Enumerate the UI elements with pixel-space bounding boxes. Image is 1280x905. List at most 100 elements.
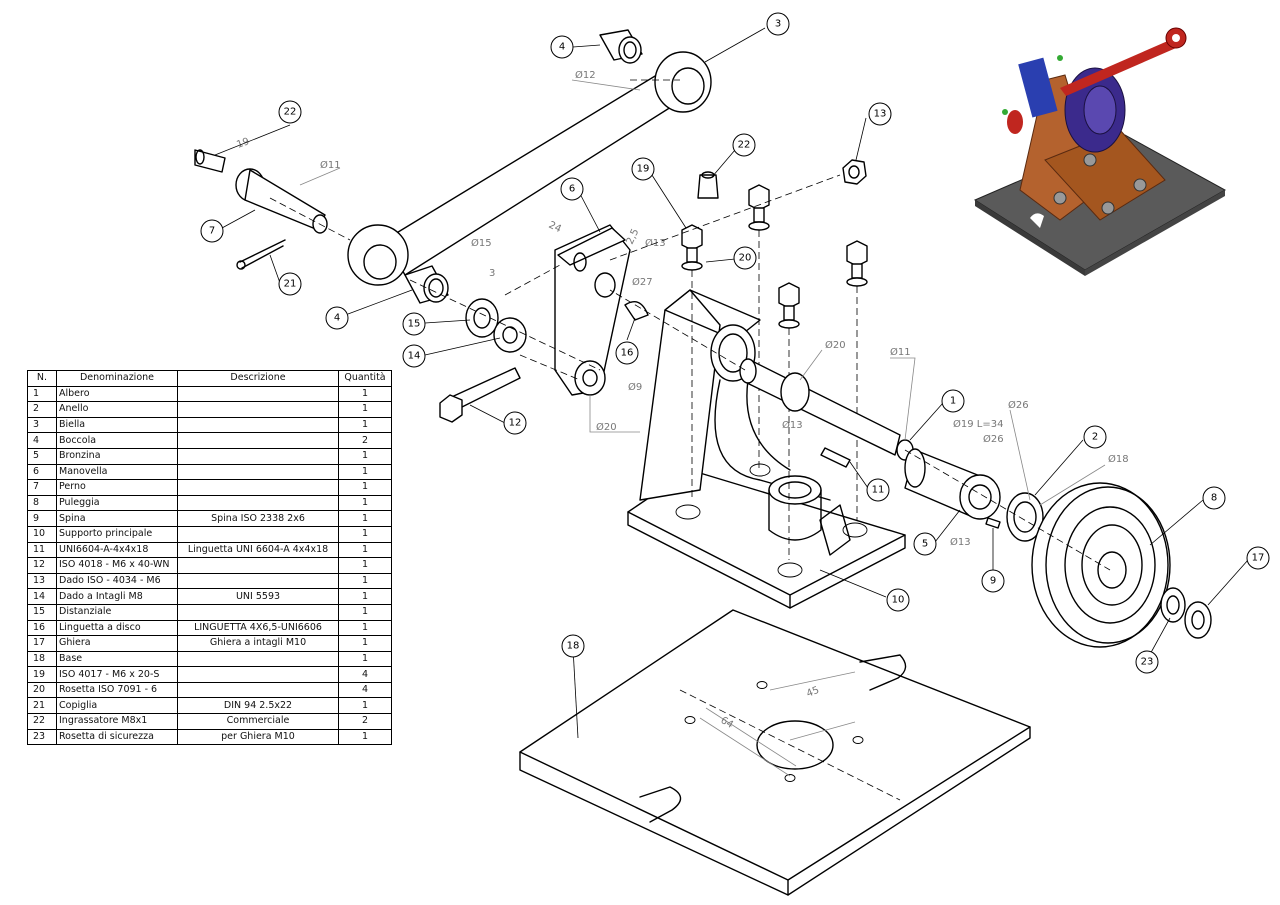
svg-text:4: 4 — [334, 313, 340, 324]
bom-cell-description — [177, 603, 339, 621]
bom-cell-name: Manovella — [56, 463, 178, 481]
svg-text:Ø20: Ø20 — [825, 339, 846, 351]
svg-text:3: 3 — [489, 268, 495, 279]
bom-cell-name: Supporto principale — [56, 525, 178, 543]
bom-cell-quantity: 1 — [338, 494, 392, 512]
bom-cell-description: per Ghiera M10 — [177, 728, 339, 746]
bom-cell-number: 21 — [27, 697, 57, 715]
svg-text:Ø11: Ø11 — [320, 159, 341, 171]
bom-cell-quantity: 1 — [338, 463, 392, 481]
part-11-key — [820, 447, 851, 468]
svg-text:10: 10 — [892, 595, 905, 606]
bom-cell-number: 13 — [27, 572, 57, 590]
bom-cell-quantity: 1 — [338, 416, 392, 434]
part-8-pulley — [1031, 482, 1171, 648]
bom-cell-quantity: 1 — [338, 728, 392, 746]
bom-cell-name: Rosetta di sicurezza — [56, 728, 178, 746]
balloon-13: 13 — [868, 102, 892, 126]
bom-cell-number: 9 — [27, 510, 57, 527]
svg-text:18: 18 — [567, 641, 580, 652]
bom-cell-number: 11 — [27, 541, 57, 559]
part-4-bushing-lower: Ø15 3 — [404, 237, 495, 304]
bom-cell-number: 16 — [27, 619, 57, 637]
bom-cell-number: 19 — [27, 666, 57, 683]
bom-cell-number: 12 — [27, 557, 57, 574]
bom-cell-name: Distanziale — [56, 603, 178, 621]
bom-cell-number: 10 — [27, 525, 57, 543]
bom-cell-description — [177, 463, 339, 481]
part-14-slotted-nut — [493, 317, 527, 353]
balloon-7: 7 — [200, 219, 224, 243]
svg-text:Ø26: Ø26 — [1008, 399, 1029, 411]
bom-cell-quantity: 1 — [338, 525, 392, 543]
bom-header-number: N. — [27, 370, 57, 387]
svg-text:2,5: 2,5 — [625, 227, 642, 246]
svg-text:15: 15 — [408, 319, 421, 330]
balloon-3: 3 — [766, 12, 790, 36]
bom-cell-name: Ghiera — [56, 635, 178, 652]
bom-cell-description — [177, 447, 339, 465]
bom-cell-name: Dado ISO - 4034 - M6 — [56, 572, 178, 590]
svg-text:11: 11 — [872, 485, 885, 496]
bom-header-quantity: Quantità — [338, 370, 392, 387]
balloon-22-left: 22 — [278, 100, 302, 124]
bom-cell-number: 23 — [27, 728, 57, 746]
balloon-9: 9 — [981, 569, 1005, 593]
bom-cell-description — [177, 479, 339, 496]
bom-header-row: N. Denominazione Descrizione Quantità — [27, 370, 392, 387]
part-15-spacer — [465, 298, 499, 338]
bom-cell-quantity: 1 — [338, 510, 392, 527]
bom-cell-quantity: 1 — [338, 697, 392, 715]
bom-cell-description — [177, 432, 339, 449]
bom-cell-description: UNI 5593 — [177, 588, 339, 605]
bom-cell-quantity: 2 — [338, 713, 392, 730]
bom-cell-name: Dado a Intagli M8 — [56, 588, 178, 605]
svg-text:13: 13 — [874, 109, 887, 120]
bom-cell-description: Ghiera a intagli M10 — [177, 635, 339, 652]
bom-cell-name: Linguetta a disco — [56, 619, 178, 637]
balloon-12: 12 — [503, 411, 527, 435]
bom-cell-number: 17 — [27, 635, 57, 652]
bom-cell-number: 18 — [27, 650, 57, 668]
bom-cell-number: 4 — [27, 432, 57, 449]
part-7-pin: Ø11 — [235, 159, 341, 234]
svg-text:Ø13: Ø13 — [950, 536, 971, 548]
svg-text:20: 20 — [739, 253, 752, 264]
svg-text:Ø18: Ø18 — [1108, 453, 1129, 465]
bom-cell-quantity: 1 — [338, 619, 392, 637]
bom-cell-name: Spina — [56, 510, 178, 527]
bom-cell-description: Linguetta UNI 6604-A 4x4x18 — [177, 541, 339, 559]
bom-cell-name: Bronzina — [56, 447, 178, 465]
bom-cell-number: 20 — [27, 681, 57, 699]
svg-text:2: 2 — [1092, 432, 1098, 443]
balloon-17: 17 — [1246, 546, 1270, 570]
bom-cell-description — [177, 525, 339, 543]
balloon-5: 5 — [913, 532, 937, 556]
bom-cell-name: Perno — [56, 479, 178, 496]
bom-cell-description — [177, 681, 339, 699]
balloon-22-right: 22 — [732, 133, 756, 157]
balloon-1: 1 — [941, 389, 965, 413]
leaders — [214, 27, 1249, 739]
svg-text:4: 4 — [559, 42, 565, 53]
balloon-4-top: 4 — [550, 35, 574, 59]
svg-text:9: 9 — [990, 576, 996, 587]
balloon-19: 19 — [631, 157, 655, 181]
svg-text:Ø11: Ø11 — [890, 346, 911, 358]
svg-text:7: 7 — [209, 226, 215, 237]
bom-cell-number: 7 — [27, 479, 57, 496]
svg-text:Ø9: Ø9 — [628, 381, 642, 393]
bom-cell-number: 6 — [27, 463, 57, 481]
